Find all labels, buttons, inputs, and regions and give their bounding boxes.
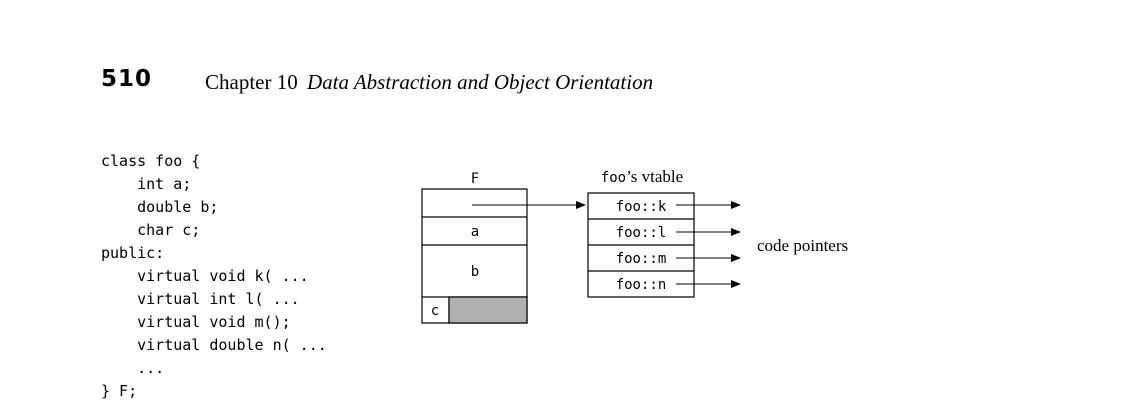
object-label: F (471, 171, 479, 187)
code-line: char c; (101, 221, 201, 239)
vtable-entry-l: foo::l (616, 225, 667, 241)
code-line: int a; (101, 175, 192, 193)
code-pointer-arrows (676, 201, 741, 288)
field-c-label: c (431, 303, 439, 319)
chapter-label: Chapter 10 (205, 70, 298, 94)
code-line: ... (101, 359, 165, 377)
vtable-entry-k: foo::k (616, 199, 667, 215)
code-line: virtual void m(); (101, 313, 291, 331)
vtable-label-class: foo (601, 170, 626, 186)
vtable-box (587, 192, 695, 298)
code-listing: class foo { int a; double b; char c; publ… (101, 150, 327, 403)
running-head: Chapter 10 Data Abstraction and Object O… (205, 70, 653, 95)
code-line: public: (101, 244, 165, 262)
code-pointers-label: code pointers (757, 236, 848, 255)
code-line: double b; (101, 198, 219, 216)
code-line: class foo { (101, 152, 201, 170)
code-line: virtual int l( ... (101, 290, 300, 308)
vtable-entry-n: foo::n (616, 277, 667, 293)
padding-region (448, 296, 528, 324)
code-line: virtual double n( ... (101, 336, 327, 354)
vtable-entry-m: foo::m (616, 251, 667, 267)
vtable-label: foo’s vtable (601, 167, 683, 186)
chapter-title: Data Abstraction and Object Orientation (306, 70, 654, 94)
vtable-label-text: ’s vtable (626, 167, 683, 186)
page-number: 510 (101, 66, 153, 92)
field-b-label: b (471, 264, 479, 280)
code-line: virtual void k( ... (101, 267, 309, 285)
code-line: } F; (101, 382, 138, 400)
field-a-label: a (471, 224, 479, 240)
